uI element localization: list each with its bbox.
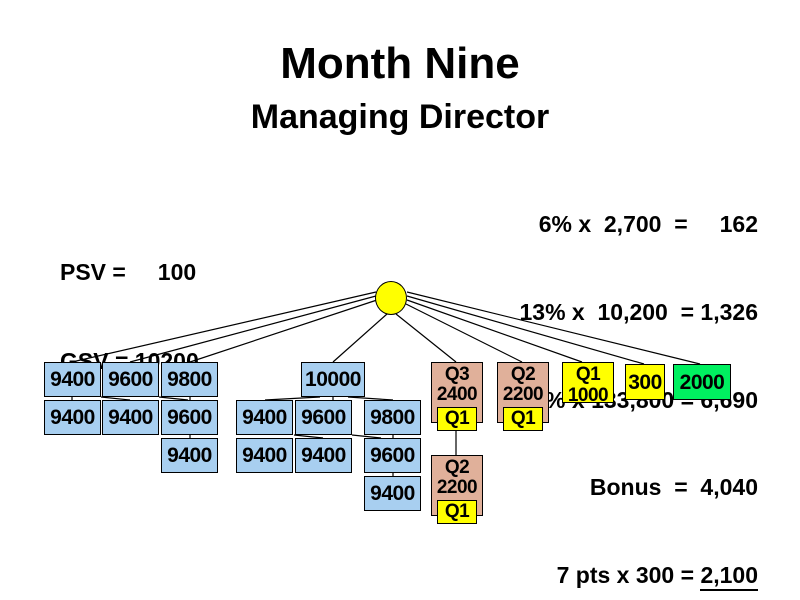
node-points-300[interactable]: 300 (625, 364, 665, 400)
calc-line-2: 13% x 10,200 = 1,326 (519, 299, 758, 326)
node-q2-badge[interactable]: Q1 (503, 407, 543, 431)
calc-line-1: 6% x 2,700 = 162 (538, 211, 758, 238)
node-mid-r1-c2[interactable]: 9600 (295, 400, 352, 435)
page-subtitle: Managing Director (250, 98, 550, 136)
edge-hub-q2 (405, 303, 523, 363)
edge-hub-middle-10000 (332, 313, 388, 363)
node-left-r1-c1[interactable]: 9400 (44, 362, 101, 397)
node-q1-amount: 1000 (567, 384, 609, 406)
node-q3-child-quarter: Q2 (444, 457, 470, 478)
node-mid-r1-c1[interactable]: 9400 (236, 400, 293, 435)
node-q3-child-amount: 2200 (436, 477, 478, 499)
calc-line-points: 7 pts x 300 = 2,100 (519, 561, 758, 591)
node-left-r2-c1[interactable]: 9400 (44, 400, 101, 435)
node-left-r2-c3[interactable]: 9600 (161, 400, 218, 435)
node-q3-quarter: Q3 (444, 364, 470, 385)
node-left-r1-c3[interactable]: 9800 (161, 362, 218, 397)
node-q1[interactable]: Q1 1000 (562, 362, 614, 406)
node-left-r2-c2[interactable]: 9400 (102, 400, 159, 435)
node-mid-r2-c1[interactable]: 9400 (236, 438, 293, 473)
node-left-r3-c1[interactable]: 9400 (161, 438, 218, 473)
node-q3-child[interactable]: Q2 2200 Q1 (431, 455, 483, 524)
node-q2-amount: 2200 (502, 384, 544, 406)
node-q2-quarter: Q2 (510, 364, 536, 385)
node-q2[interactable]: Q2 2200 Q1 (497, 362, 549, 431)
node-q3-child-badge[interactable]: Q1 (437, 500, 477, 524)
edge-hub-q3 (395, 313, 457, 363)
node-green-2000[interactable]: 2000 (673, 364, 731, 400)
node-q1-quarter: Q1 (575, 364, 601, 385)
node-left-r1-c2[interactable]: 9600 (102, 362, 159, 397)
node-q3-amount: 2400 (436, 384, 478, 406)
psv-line: PSV = 100 (60, 258, 197, 285)
node-mid-root[interactable]: 10000 (301, 362, 365, 397)
hub-node[interactable] (375, 281, 407, 315)
node-q3[interactable]: Q3 2400 Q1 (431, 362, 483, 431)
points-line-prefix: 7 pts x 300 = (556, 561, 701, 588)
node-mid-r2-c3[interactable]: 9600 (364, 438, 421, 473)
node-mid-r1-c3[interactable]: 9800 (364, 400, 421, 435)
node-mid-r3-c1[interactable]: 9400 (364, 476, 421, 511)
node-mid-r2-c2[interactable]: 9400 (295, 438, 352, 473)
node-q3-badge[interactable]: Q1 (437, 407, 477, 431)
calc-line-bonus: Bonus = 4,040 (589, 474, 758, 501)
page-title: Month Nine (280, 39, 520, 88)
points-line-value: 2,100 (700, 561, 758, 591)
